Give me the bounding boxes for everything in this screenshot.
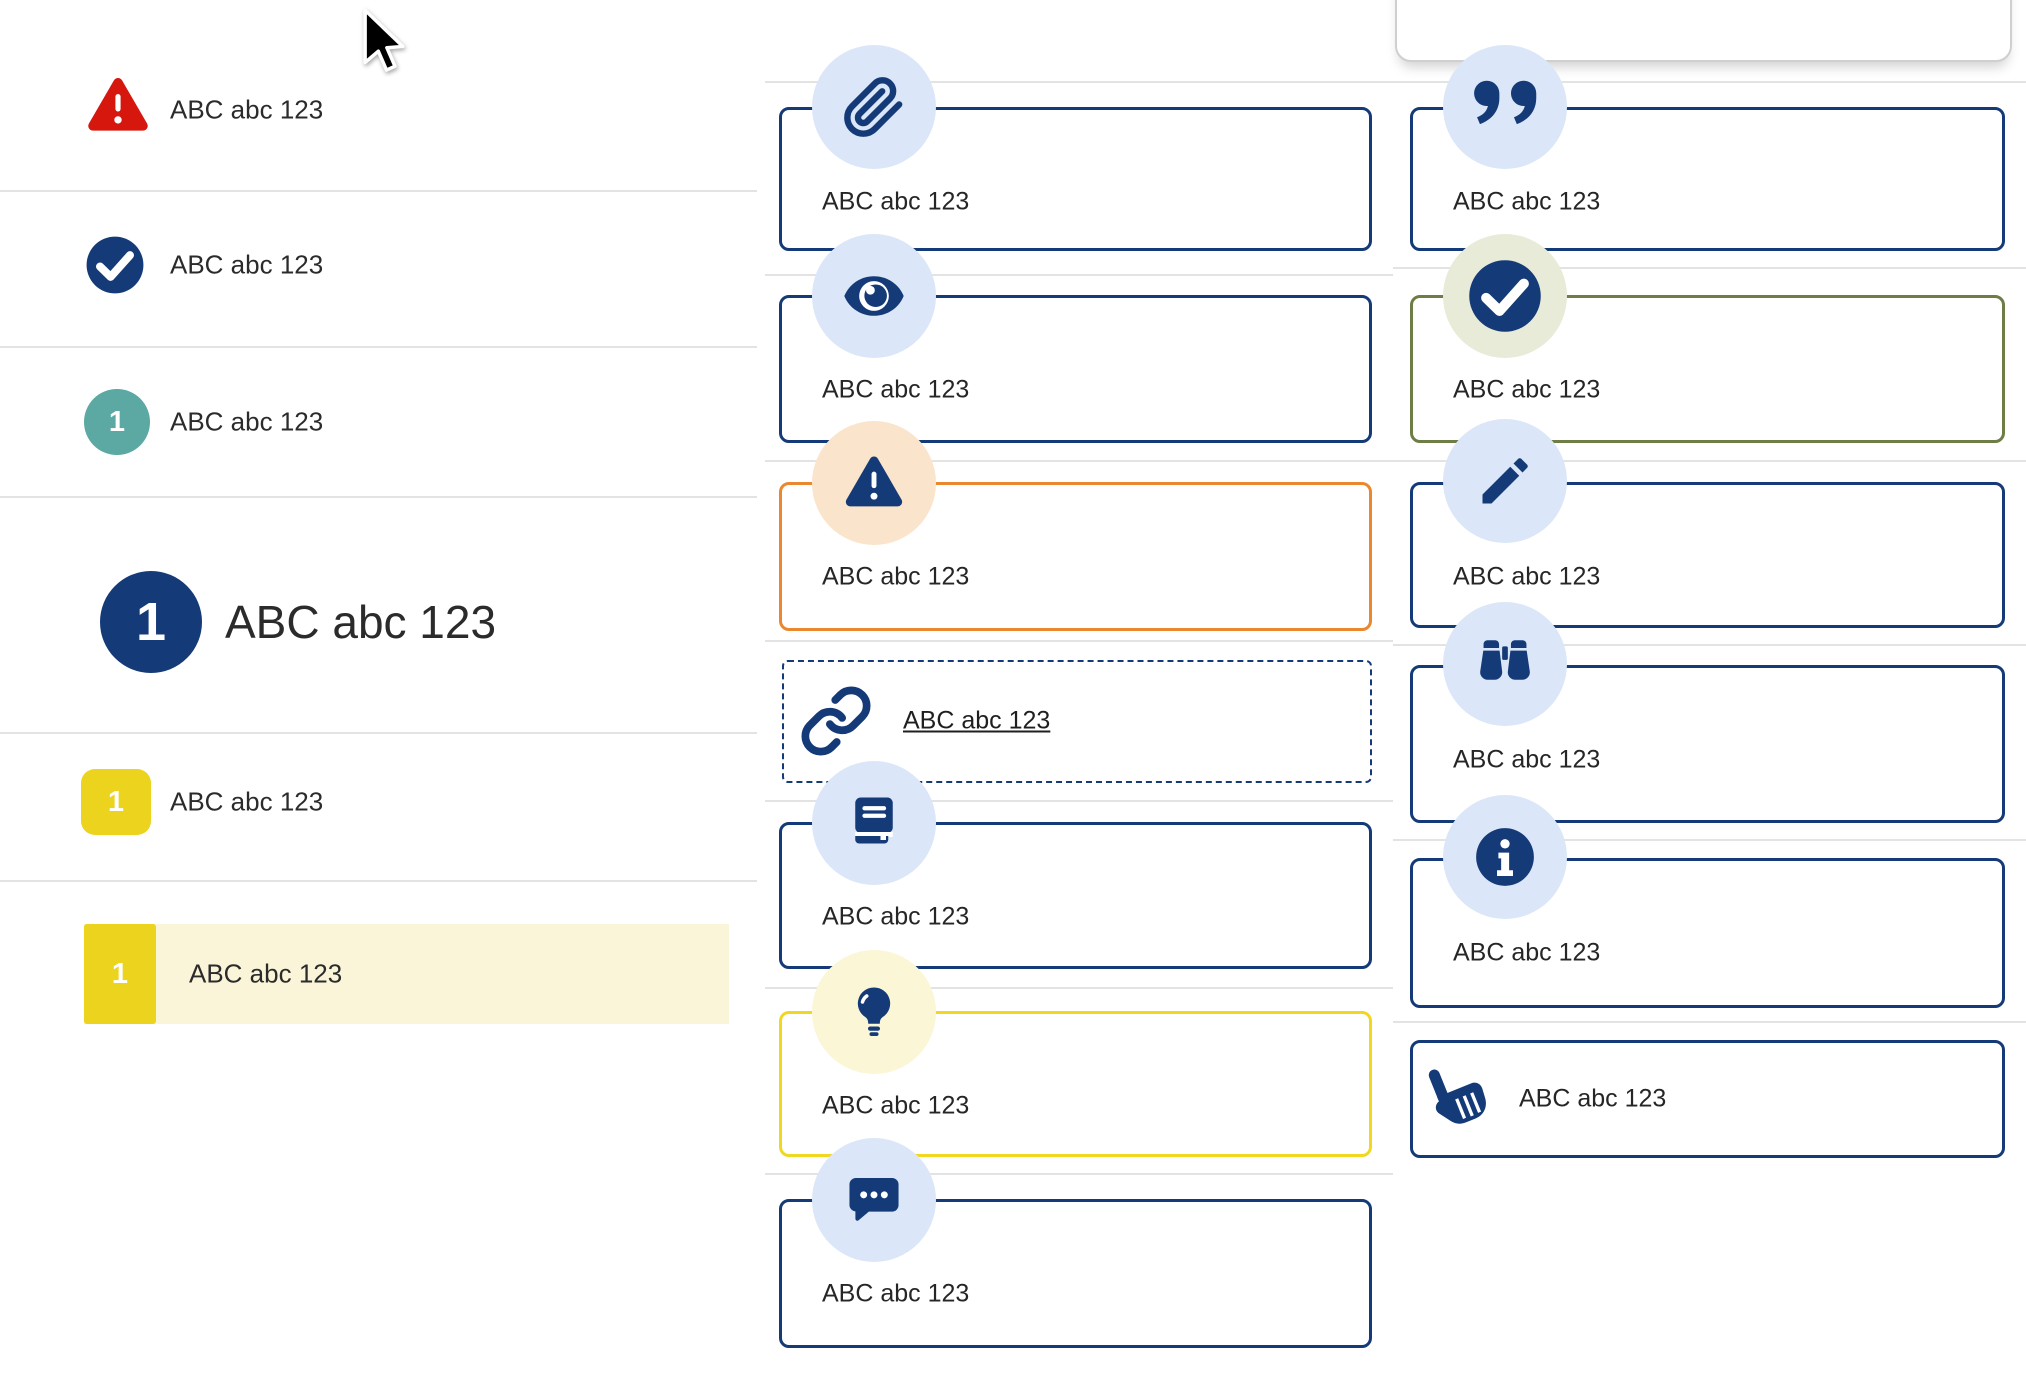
callout-label: ABC abc 123 <box>822 1279 970 1308</box>
step-badge: 1 <box>84 389 150 455</box>
mouse-pointer-icon <box>362 8 406 83</box>
divider <box>1393 81 2026 83</box>
list-item-label: ABC abc 123 <box>225 596 497 648</box>
callout-action <box>1410 1040 2005 1158</box>
step-badge-large: 1 <box>100 571 202 673</box>
divider <box>0 190 757 192</box>
pencil-icon <box>1443 419 1567 543</box>
step-number: 1 <box>107 785 125 818</box>
callout-label: ABC abc 123 <box>822 902 970 931</box>
callout-label: ABC abc 123 <box>822 1091 970 1120</box>
callout-label: ABC abc 123 <box>1453 187 1601 216</box>
info-circle-icon <box>1443 795 1567 919</box>
callout-label: ABC abc 123 <box>1453 375 1601 404</box>
divider <box>1393 460 2026 462</box>
alert-triangle-icon <box>812 421 936 545</box>
lightbulb-icon <box>812 950 936 1074</box>
callout-label: ABC abc 123 <box>1453 562 1601 591</box>
list-item-label: ABC abc 123 <box>189 958 343 989</box>
callout-link-text[interactable]: ABC abc 123 <box>903 706 1051 735</box>
callout-warning <box>779 482 1372 631</box>
callout-label: ABC abc 123 <box>1519 1084 1667 1113</box>
step-badge-yellow: 1 <box>84 924 156 1024</box>
step-number: 1 <box>111 957 129 990</box>
list-item-label: ABC abc 123 <box>170 786 324 817</box>
paperclip-icon <box>812 45 936 169</box>
callout-label: ABC abc 123 <box>822 562 970 591</box>
divider <box>765 460 1393 462</box>
step-number: 1 <box>135 592 167 652</box>
divider <box>765 987 1393 989</box>
binoculars-icon <box>1443 602 1567 726</box>
hand-point-up-icon <box>1420 1058 1492 1135</box>
highlighted-row[interactable] <box>84 924 729 1024</box>
list-item-label: ABC abc 123 <box>170 249 324 280</box>
divider <box>0 496 757 498</box>
divider <box>765 640 1393 642</box>
divider <box>765 274 1393 276</box>
alert-triangle-icon <box>85 76 151 141</box>
divider <box>0 732 757 734</box>
callout-label: ABC abc 123 <box>822 375 970 404</box>
check-circle-icon <box>1443 234 1567 358</box>
book-icon <box>812 761 936 885</box>
callout-label: ABC abc 123 <box>1453 745 1601 774</box>
list-item-label: ABC abc 123 <box>170 94 324 125</box>
callout-link[interactable] <box>782 660 1372 783</box>
step-badge-yellow: 1 <box>81 769 151 835</box>
divider <box>765 81 1393 83</box>
divider <box>1393 1021 2026 1023</box>
list-item-label: ABC abc 123 <box>170 406 324 437</box>
step-number: 1 <box>108 405 126 438</box>
divider <box>0 880 757 882</box>
divider <box>1393 644 2026 646</box>
check-circle-icon <box>84 234 146 301</box>
chat-bubble-icon <box>812 1138 936 1262</box>
eye-icon <box>812 234 936 358</box>
quote-icon <box>1443 45 1567 169</box>
divider <box>0 346 757 348</box>
divider <box>1393 267 2026 269</box>
callout-label: ABC abc 123 <box>1453 938 1601 967</box>
divider <box>765 1173 1393 1175</box>
callout-label: ABC abc 123 <box>822 187 970 216</box>
divider <box>765 800 1393 802</box>
divider <box>1393 839 2026 841</box>
link-icon <box>799 684 873 763</box>
